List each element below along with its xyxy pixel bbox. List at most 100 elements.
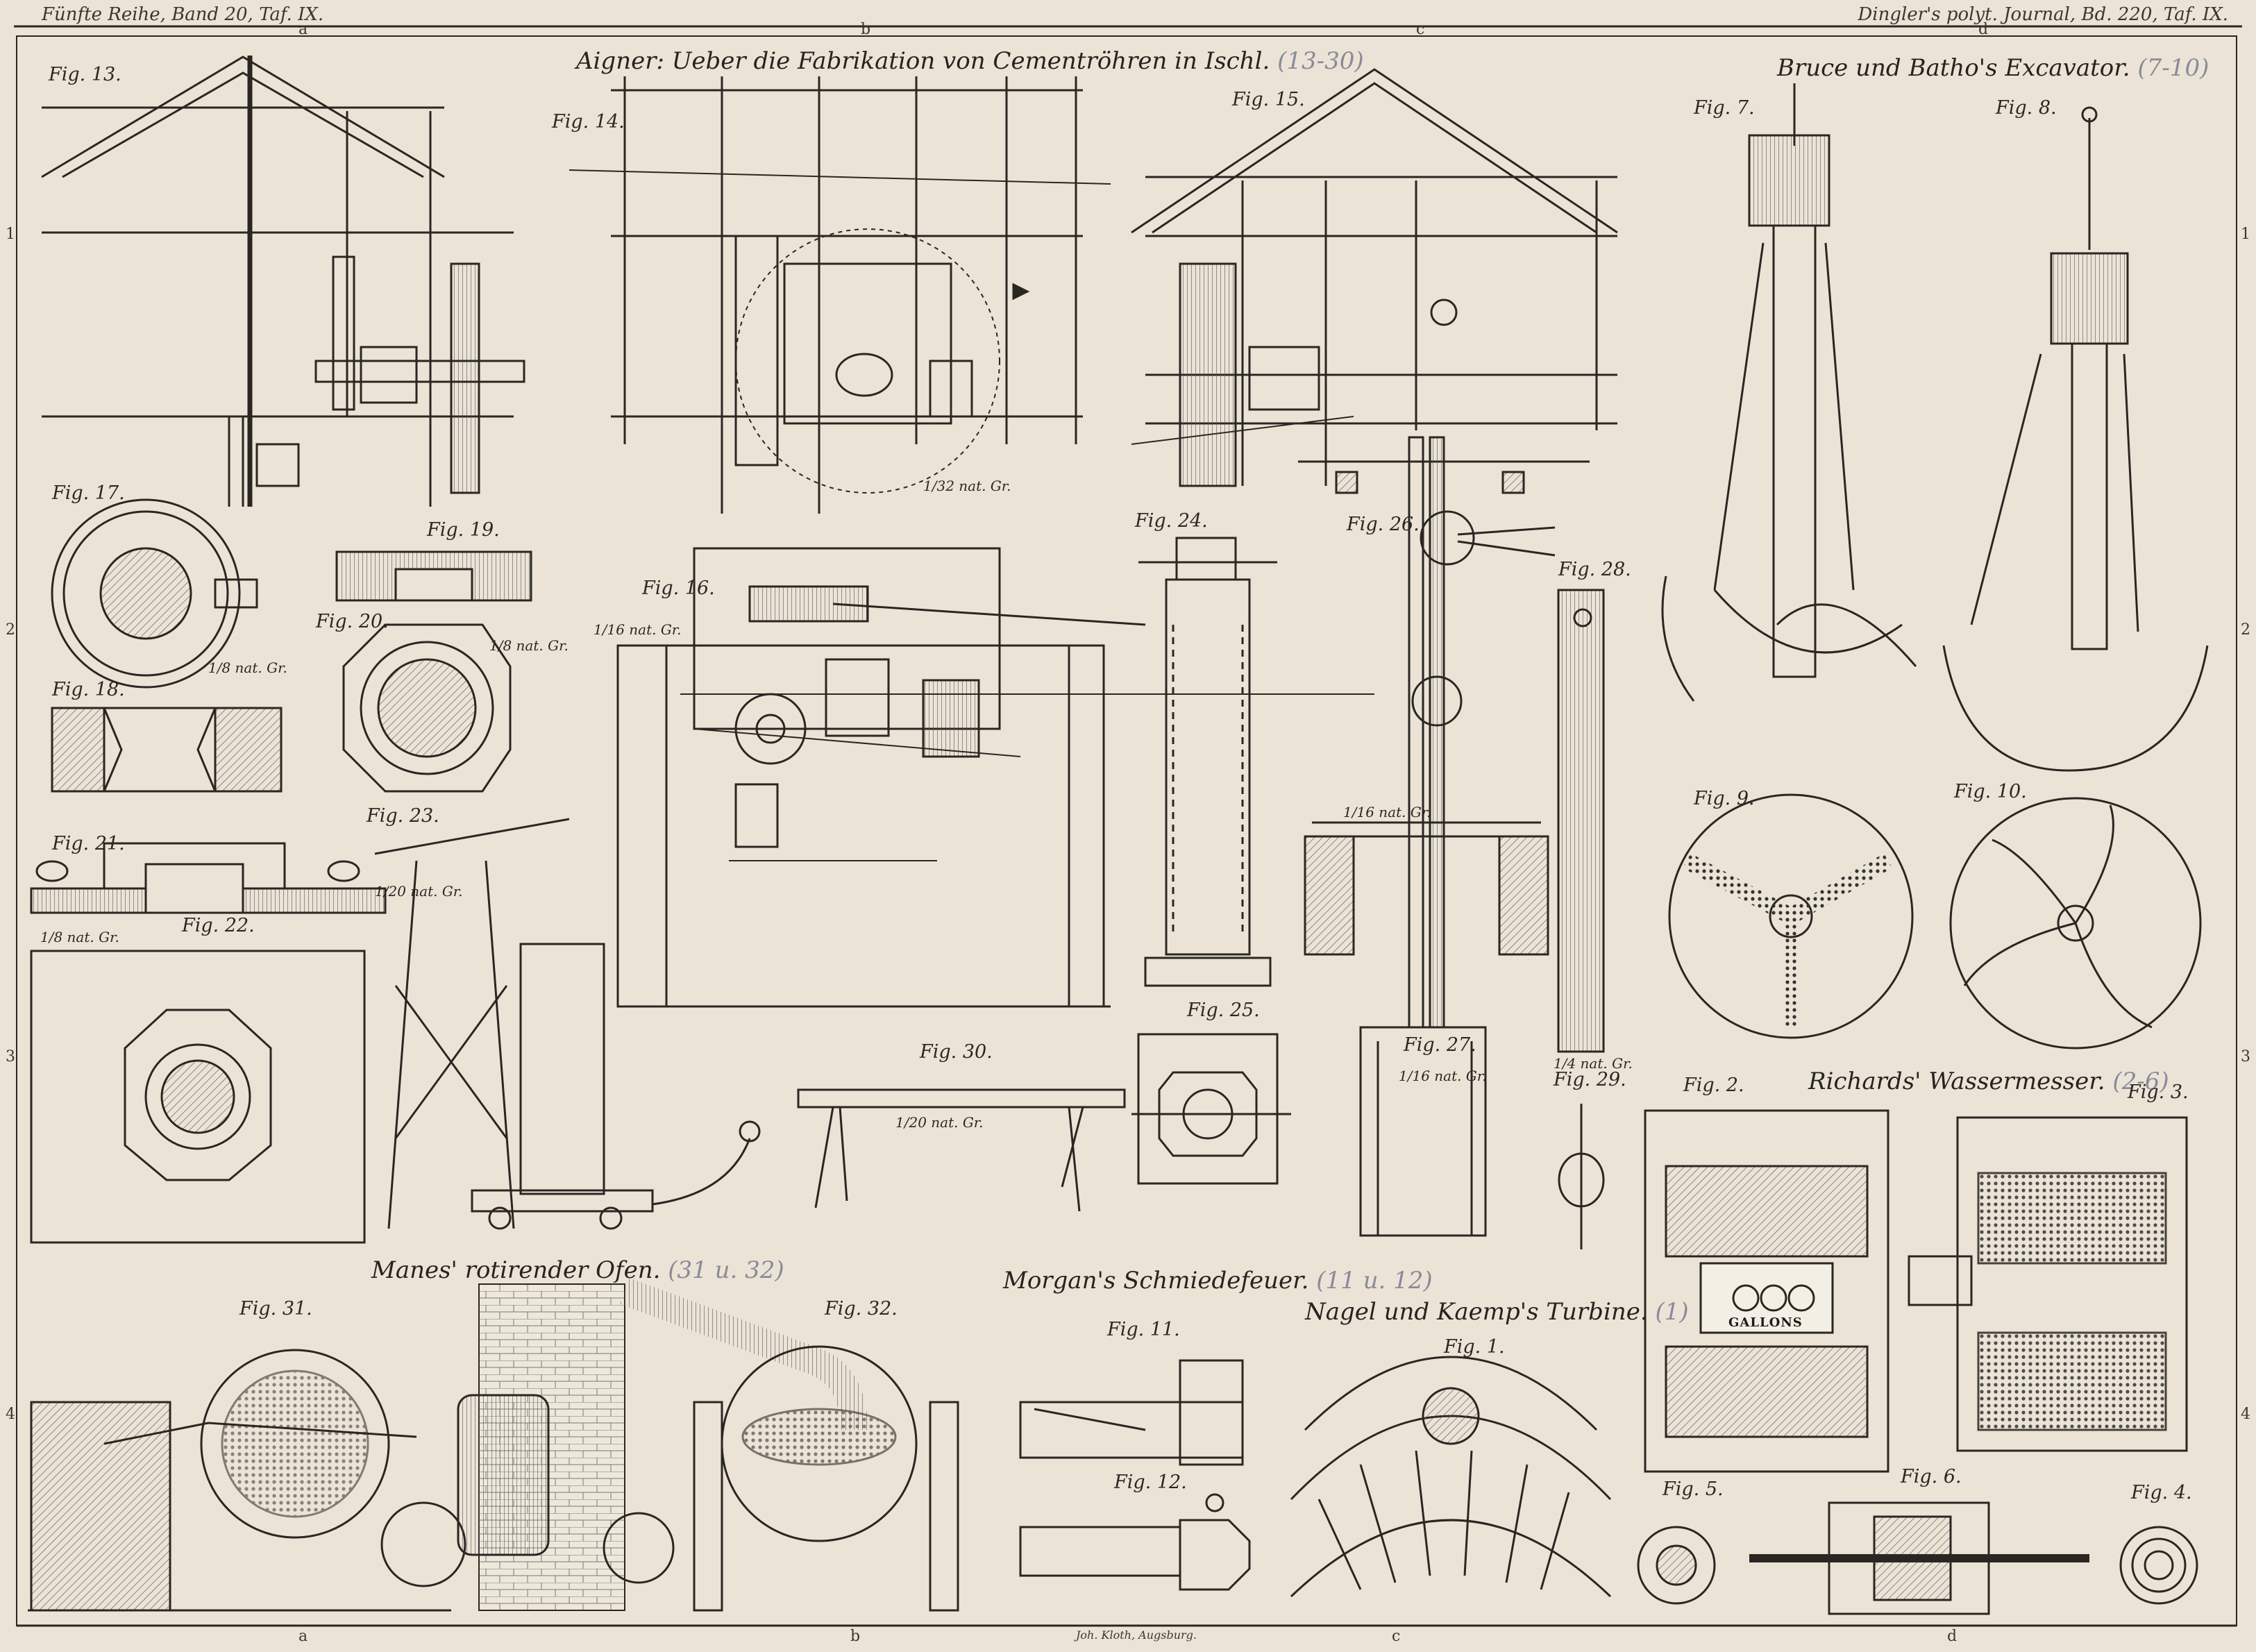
- column-letter-c-top: c: [1416, 21, 1425, 38]
- fig29-drawing: [1558, 1104, 1605, 1249]
- section-ref-aigner: (13-30): [1277, 47, 1364, 75]
- fig17-drawing: [51, 498, 258, 689]
- fig4-drawing: [2119, 1526, 2198, 1605]
- section-title-richards-text: Richards' Wassermesser.: [1808, 1068, 2105, 1095]
- fig23-drawing: [374, 818, 761, 1230]
- fig-label-32: Fig. 32.: [825, 1298, 898, 1320]
- plate-header-left: Fünfte Reihe, Band 20, Taf. IX.: [42, 4, 324, 25]
- section-ref-manes: (31 u. 32): [668, 1256, 784, 1284]
- fig-label-16: Fig. 16.: [642, 578, 715, 599]
- scale-label-fig23: 1/20 nat. Gr.: [375, 883, 463, 900]
- scale-label-fig29: 1/4 nat. Gr.: [1554, 1055, 1633, 1072]
- column-letter-d-top: d: [1978, 21, 1989, 38]
- fig26-drawing: [1298, 436, 1590, 1029]
- fig14-drawing: [569, 76, 1111, 514]
- row-number-2-left: 2: [6, 621, 15, 639]
- row-number-1-right: 1: [2241, 226, 2250, 243]
- column-letter-d-bottom: d: [1947, 1628, 1958, 1645]
- fig27-drawing: [1359, 1026, 1487, 1237]
- fig11-drawing: [1019, 1359, 1244, 1466]
- fig20-drawing: [342, 623, 512, 793]
- fig-label-3: Fig. 3.: [2128, 1081, 2189, 1103]
- fig-label-2: Fig. 2.: [1683, 1074, 1744, 1096]
- fig-label-22: Fig. 22.: [182, 915, 255, 936]
- fig-label-11: Fig. 11.: [1107, 1319, 1180, 1340]
- plate-header-right: Dingler's polyt. Journal, Bd. 220, Taf. …: [1858, 4, 2228, 25]
- section-title-aigner-text: Aigner: Ueber die Fabrikation von Cement…: [576, 47, 1270, 75]
- fig18-drawing: [51, 707, 283, 793]
- fig-label-27: Fig. 27.: [1404, 1034, 1476, 1056]
- fig-label-26: Fig. 26.: [1347, 514, 1420, 535]
- fig-label-5: Fig. 5.: [1662, 1478, 1724, 1500]
- fig-label-31: Fig. 31.: [239, 1298, 312, 1320]
- column-letter-a-bottom: a: [298, 1628, 308, 1645]
- row-number-3-left: 3: [6, 1048, 15, 1065]
- plate-frame: [14, 25, 2242, 1627]
- fig-label-10: Fig. 10.: [1954, 781, 2027, 802]
- scale-label-fig17: 1/8 nat. Gr.: [208, 659, 287, 676]
- row-number-2-right: 2: [2241, 621, 2250, 639]
- section-ref-richards: (2-6): [2112, 1068, 2169, 1095]
- fig-label-19: Fig. 19.: [427, 519, 500, 541]
- fig-label-17: Fig. 17.: [52, 482, 125, 504]
- fig15-drawing: [1131, 68, 1618, 487]
- fig-label-25: Fig. 25.: [1187, 1000, 1260, 1021]
- fig32-drawing: [457, 1278, 959, 1612]
- printer-imprint: Joh. Kloth, Augsburg.: [1076, 1628, 1197, 1642]
- fig10-drawing: [1949, 797, 2202, 1050]
- section-ref-bruce: (7-10): [2137, 54, 2209, 82]
- fig30-drawing: [797, 1088, 1126, 1212]
- section-title-bruce: Bruce und Batho's Excavator. (7-10): [1777, 54, 2209, 82]
- section-title-manes: Manes' rotirender Ofen. (31 u. 32): [371, 1256, 784, 1284]
- fig-label-28: Fig. 28.: [1558, 559, 1631, 580]
- fig1-drawing: [1290, 1356, 1612, 1598]
- column-letter-a-top: a: [298, 21, 308, 38]
- fig28-drawing: [1557, 589, 1605, 1053]
- fig3-drawing: [1908, 1116, 2188, 1452]
- section-title-richards: Richards' Wassermesser. (2-6): [1808, 1068, 2169, 1095]
- column-letter-b-bottom: b: [850, 1628, 861, 1645]
- fig21-drawing: [30, 842, 387, 914]
- section-title-bruce-text: Bruce und Batho's Excavator.: [1777, 54, 2130, 82]
- fig8-drawing: [1942, 106, 2209, 772]
- fig-label-6: Fig. 6.: [1901, 1466, 1962, 1487]
- scale-label-fig14: 1/32 nat. Gr.: [923, 478, 1011, 494]
- section-title-nagel: Nagel und Kaemp's Turbine. (1): [1305, 1298, 1689, 1326]
- fig-label-13: Fig. 13.: [49, 64, 121, 85]
- scale-label-fig27: 1/16 nat. Gr.: [1399, 1068, 1487, 1084]
- fig24-drawing: [1138, 537, 1277, 987]
- fig13-drawing: [41, 56, 525, 507]
- fig-label-30: Fig. 30.: [920, 1041, 993, 1063]
- fig-label-15: Fig. 15.: [1232, 89, 1305, 110]
- scale-label-fig26: 1/16 nat. Gr.: [1343, 804, 1431, 820]
- section-ref-nagel: (1): [1655, 1298, 1689, 1326]
- fig12-drawing: [1019, 1493, 1251, 1591]
- section-title-morgan: Morgan's Schmiedefeuer. (11 u. 12): [1003, 1267, 1433, 1295]
- fig31-drawing: [28, 1349, 466, 1612]
- fig-label-24: Fig. 24.: [1135, 510, 1208, 532]
- fig-label-20: Fig. 20.: [316, 611, 389, 632]
- scale-label-fig30: 1/20 nat. Gr.: [895, 1114, 984, 1131]
- fig-label-8: Fig. 8.: [1996, 97, 2057, 119]
- fig-label-18: Fig. 18.: [52, 679, 125, 700]
- fig7-drawing: [1661, 83, 1917, 702]
- section-title-aigner: Aigner: Ueber die Fabrikation von Cement…: [576, 47, 1364, 75]
- meter-gallons-label: GALLONS: [1728, 1315, 1803, 1330]
- fig25-drawing: [1131, 1033, 1291, 1185]
- fig5-drawing: [1637, 1526, 1716, 1605]
- row-number-4-left: 4: [6, 1406, 15, 1423]
- scale-label-fig20: 1/8 nat. Gr.: [489, 637, 569, 654]
- fig6-drawing: [1749, 1501, 2089, 1615]
- fig-label-12: Fig. 12.: [1114, 1472, 1187, 1493]
- fig-label-23: Fig. 23.: [367, 805, 439, 827]
- column-letter-c-bottom: c: [1392, 1628, 1401, 1645]
- row-number-1-left: 1: [6, 226, 15, 243]
- row-number-3-right: 3: [2241, 1048, 2250, 1065]
- scale-label-fig16: 1/16 nat. Gr.: [594, 621, 682, 638]
- fig-label-14: Fig. 14.: [552, 111, 625, 133]
- section-title-manes-text: Manes' rotirender Ofen.: [371, 1256, 661, 1284]
- fig16-drawing: [616, 547, 1374, 1008]
- fig-label-7: Fig. 7.: [1694, 97, 1755, 119]
- fig-label-9: Fig. 9.: [1694, 788, 1755, 809]
